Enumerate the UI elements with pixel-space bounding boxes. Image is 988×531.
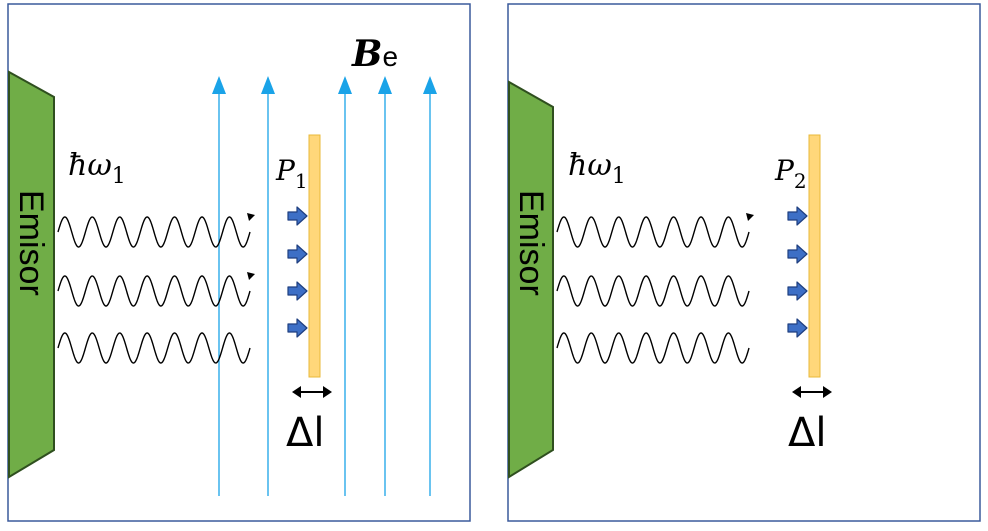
field-arrowhead-icon [212, 76, 226, 94]
pressure-arrow-icon [287, 318, 308, 338]
pressure-arrow-icon [287, 244, 308, 264]
thickness-indicator [792, 386, 832, 398]
pressure-arrow-icon [787, 206, 808, 226]
photon-wave [57, 216, 251, 248]
emitter-block [8, 70, 55, 479]
absorber-plate [308, 134, 321, 378]
emitter-block [508, 80, 554, 479]
pressure-arrow-icon [287, 206, 308, 226]
magnetic-field-lines [212, 76, 437, 496]
field-arrowhead-icon [338, 76, 352, 94]
photon-waves [57, 213, 255, 364]
photon-wave [57, 332, 251, 364]
pressure-subscript: 2 [794, 169, 807, 193]
thickness-arrowhead-icon [323, 386, 332, 398]
photon-wave [556, 332, 750, 364]
pressure-arrows [787, 206, 808, 338]
thickness-label: Δl [788, 410, 826, 456]
pressure-arrow-icon [787, 318, 808, 338]
pressure-label: P1 [275, 154, 308, 193]
pressure-label: P2 [774, 154, 807, 193]
absorber-plate [808, 134, 821, 378]
pressure-arrow-icon [787, 244, 808, 264]
pressure-subscript: 1 [295, 169, 308, 193]
thickness-arrowhead-icon [792, 386, 801, 398]
field-arrowhead-icon [378, 76, 392, 94]
pressure-arrow-icon [287, 281, 308, 301]
emitter-label: Emisor [512, 190, 550, 296]
field-symbol: B [351, 33, 382, 75]
field-subscript: e [382, 41, 398, 72]
field-arrowhead-icon [423, 76, 437, 94]
photon-subscript: 1 [612, 164, 626, 189]
thickness-arrowhead-icon [823, 386, 832, 398]
photon-energy-label: ħω1 [68, 148, 126, 189]
thickness-indicator [292, 386, 332, 398]
photon-symbol: ħω [568, 148, 612, 183]
photon-symbol: ħω [68, 148, 112, 183]
field-label: Be [351, 33, 398, 75]
emitter-label: Emisor [12, 190, 50, 296]
photon-wave [556, 275, 750, 307]
photon-waves [556, 213, 754, 364]
photon-wave [57, 275, 251, 307]
field-arrowhead-icon [261, 76, 275, 94]
thickness-label: Δl [286, 410, 324, 456]
pressure-arrow-icon [787, 281, 808, 301]
photon-subscript: 1 [112, 164, 126, 189]
thickness-arrowhead-icon [292, 386, 301, 398]
wave-arrowhead-icon [247, 272, 255, 280]
photon-wave [556, 216, 750, 248]
left-panel: Emisor ħω1 P1 [7, 3, 471, 522]
photon-energy-label: ħω1 [568, 148, 626, 189]
left-panel-frame [7, 3, 471, 522]
wave-arrowhead-icon [247, 213, 255, 221]
pressure-symbol: P [774, 154, 795, 187]
wave-arrowhead-icon [746, 213, 754, 221]
right-panel: Emisor ħω1 P2 Δl [507, 3, 981, 522]
right-panel-frame [507, 3, 981, 522]
pressure-arrows [287, 206, 308, 338]
pressure-symbol: P [275, 154, 296, 187]
